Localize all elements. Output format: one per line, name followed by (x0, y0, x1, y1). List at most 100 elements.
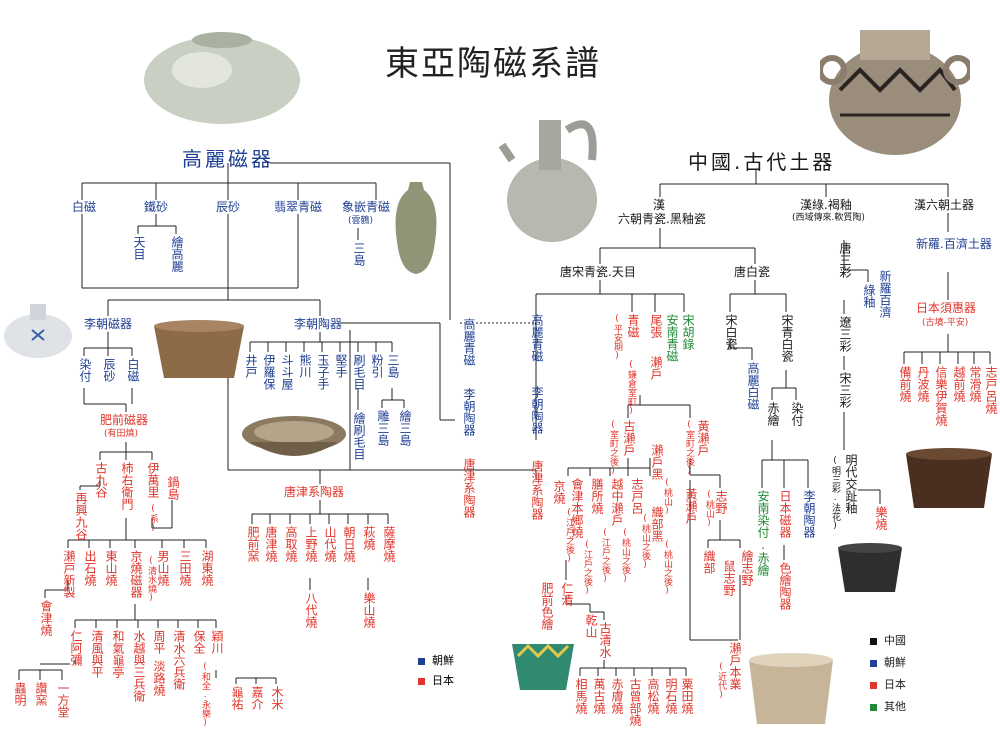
node-ki-setoyaki: 黃瀨戶 (684, 488, 698, 524)
celadon-jar-photo (144, 32, 300, 124)
node-ninami: 仁阿彌 (69, 630, 83, 666)
node-kyo-jiki: 京燒磁器 (129, 550, 143, 598)
node-hizen-gama: 肥前窯 (246, 526, 260, 562)
legend-swatch (870, 637, 877, 645)
node-tokoname: 常滑燒 (968, 366, 982, 402)
node-iroe-toki: 色繪陶器 (778, 562, 792, 610)
node-mokubei: 木米 (270, 686, 284, 710)
node-aizu-note: (江戶之後) (582, 540, 592, 596)
node-setoguro: 瀨戶黑 (650, 444, 664, 480)
raku-bowl-photo (838, 543, 902, 592)
node-kohiki: 粉引 (370, 354, 384, 378)
node-ijo-do: 李朝陶器 (294, 317, 343, 331)
node-shitoro: 志戸呂燒 (984, 366, 998, 414)
legend-label: 朝鮮 (432, 654, 454, 667)
node-kisuke: 龜祐 (230, 686, 244, 710)
node-hizen-note: (有田燒) (104, 429, 139, 439)
legend-swatch (418, 657, 425, 665)
legend-label: 日本 (432, 674, 454, 687)
ewer-photo (498, 120, 597, 242)
maebyeong-vase-photo (395, 182, 437, 274)
legend-swatch (418, 677, 425, 685)
node-tousansai: 唐三彩 (838, 242, 852, 278)
node-echizen: 越前燒 (952, 366, 966, 402)
legend-label: 其他 (884, 700, 906, 713)
node-kyoyaki-note: (江戶之後) (564, 508, 574, 564)
node-akashi: 明石燒 (664, 678, 678, 714)
node-echizen-note: (桃山之後) (620, 528, 630, 584)
tea-bowl-photo (154, 320, 244, 378)
node-shigaraki: 信樂伊賀燒 (934, 366, 948, 426)
node-rikucho: 六朝青瓷.黑釉瓷 (618, 212, 706, 226)
node-sanda: 三田燒 (178, 550, 192, 586)
node-izushi: 出石燒 (83, 550, 97, 586)
node-silla2: 新羅百濟 (878, 270, 892, 318)
node-kiyomizu-note: (清水燒) (146, 556, 156, 603)
node-banko: 萬古燒 (592, 678, 606, 714)
node-shuhei: 周平 (152, 630, 166, 654)
node-ippodo: 一方堂 (56, 682, 70, 718)
node-takatori: 高取燒 (284, 526, 298, 562)
node-e-hakeme: 繪刷毛目 (352, 412, 366, 460)
node-echizen-seto: 越中瀨戶 (610, 478, 624, 526)
node-han-ryoku-note: (西域傳來.軟質陶) (792, 213, 865, 223)
painted-pottery-jar-photo (820, 30, 970, 155)
legend-label: 中國 (884, 634, 906, 647)
node-ryosansai: 遼三彩 (838, 316, 852, 352)
node-tamagode: 玉子手 (316, 354, 330, 390)
node-han-doki: 漢六朝土器 (914, 198, 975, 212)
china-heading: 中國.古代土器 (688, 150, 836, 174)
node-tou-hakuji: 唐白瓷 (734, 265, 771, 279)
node-zeze: 膳所燒 (590, 478, 604, 514)
node-irabo: 伊羅保 (262, 354, 276, 390)
node-owari: 尾張 (649, 314, 663, 338)
shallow-bowl-photo (242, 416, 346, 456)
node-baekja2: 白磁 (126, 358, 140, 382)
node-baekja: 白磁 (72, 200, 97, 214)
legend-left-korea: 朝鮮 (418, 652, 454, 668)
node-seto-seiji: 青磁 (626, 314, 640, 338)
node-ninsei: 仁清 (560, 582, 574, 606)
node-oribe-kuro-note: (桃山之後) (662, 540, 672, 596)
node-seifu: 清風與平 (90, 630, 104, 678)
node-kiyomizu-rokubei: 清水六兵衛 (172, 630, 186, 690)
node-tosou-seiji: 唐宋青瓷.天目 (560, 265, 636, 279)
node-jinsa2: 辰砂 (102, 358, 116, 382)
node-annan-akae: 安南染付.赤繪 (756, 490, 770, 576)
node-komogai: 熊川 (298, 354, 312, 378)
node-agano: 上野燒 (304, 526, 318, 562)
node-shino-note: (桃山之後) (640, 514, 650, 570)
node-eisen: 穎川 (210, 630, 224, 654)
legend-label: 日本 (884, 678, 906, 691)
node-e-mishima: 繪三島 (398, 410, 412, 446)
node-silla: 新羅.百濟土器 (916, 237, 992, 251)
node-takamatsu: 高松燒 (646, 678, 660, 714)
node-kenzan: 乾山 (584, 614, 598, 638)
node-sueki-note: (古墳-平安) (922, 318, 969, 328)
node-jinsa: 辰砂 (216, 200, 241, 214)
node-bichui: 翡翠青磁 (274, 200, 323, 214)
legend-swatch (870, 703, 877, 711)
node-raku: 樂燒 (874, 506, 888, 530)
node-ko-kiyomizu: 古清水 (598, 622, 612, 658)
node-nihon-jiki: 日本磁器 (778, 490, 792, 538)
node-bizen: 備前燒 (898, 366, 912, 402)
node-seto-note: (平安期) (612, 314, 622, 361)
node-yatsushiro: 八代燒 (304, 592, 318, 628)
node-saikokutani: 再興九谷 (74, 492, 88, 540)
node-shino2-note: (桃山) (704, 490, 714, 528)
node-awaji: 淡路燒 (152, 660, 166, 696)
node-hori-mishima: 雕三島 (376, 410, 390, 446)
legend-right-korea: 朝鮮 (870, 654, 906, 670)
page-title: 東亞陶磁系譜 (385, 44, 601, 84)
node-sou-seihakuji: 宋青白瓷 (780, 314, 794, 362)
node-ido: 井戸 (244, 354, 258, 378)
node-mishima: 三島 (386, 354, 400, 378)
node-aizu: 會津燒 (39, 600, 53, 636)
green-bowl-photo (512, 643, 574, 690)
node-imari: 伊萬里 (146, 462, 160, 498)
node-samdo: 三島 (352, 242, 366, 266)
node-shino2: 志野 (714, 490, 728, 514)
